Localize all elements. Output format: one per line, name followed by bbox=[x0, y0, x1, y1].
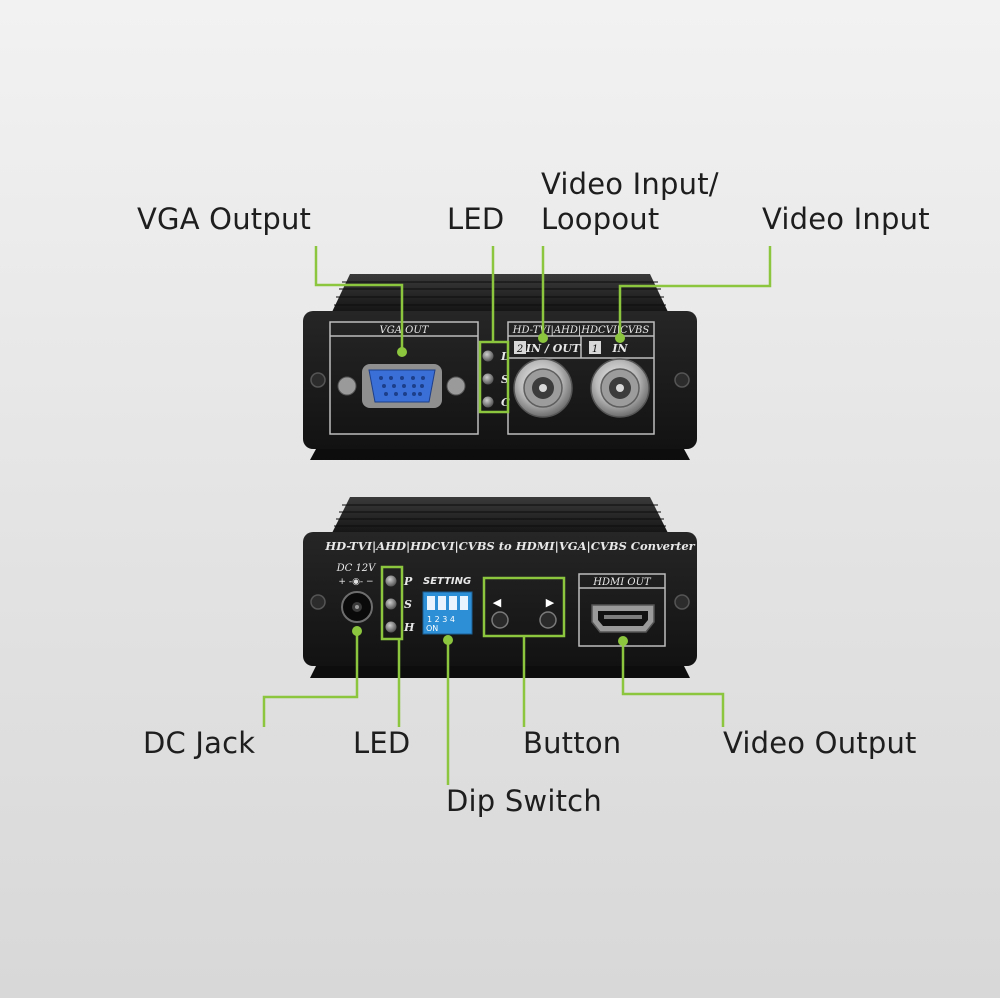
left-button[interactable] bbox=[491, 611, 509, 629]
led-s bbox=[482, 373, 494, 385]
callout-dot-vga bbox=[397, 347, 407, 357]
dc-jack[interactable] bbox=[341, 591, 373, 623]
led-p bbox=[385, 575, 397, 587]
port1-number: 1 bbox=[592, 344, 598, 355]
rear-panel-title: HD-TVI|AHD|HDCVI|CVBS to HDMI|VGA|CVBS C… bbox=[324, 539, 695, 553]
callout-button: Button bbox=[523, 726, 622, 760]
right-button[interactable] bbox=[539, 611, 557, 629]
dip-on-label: ON bbox=[426, 624, 438, 633]
hdmi-connector[interactable] bbox=[591, 604, 655, 633]
callout-box-led-bottom bbox=[380, 565, 404, 641]
callout-video-input: Video Input bbox=[762, 202, 930, 236]
callout-dot-video-input bbox=[615, 333, 625, 343]
setting-label: SETTING bbox=[423, 576, 471, 587]
led-s-rear bbox=[385, 598, 397, 610]
callout-line-video-input bbox=[618, 246, 772, 338]
callout-vga-output: VGA Output bbox=[137, 202, 312, 236]
video-header-label: HD-TVI|AHD|HDCVI|CVBS bbox=[512, 325, 650, 336]
dip-switch[interactable] bbox=[422, 591, 473, 635]
callout-dip-switch: Dip Switch bbox=[446, 784, 602, 818]
callout-dot-loopout bbox=[538, 333, 548, 343]
callout-video-input-loopout-1: Video Input/ bbox=[541, 167, 719, 201]
led-c-label: C bbox=[501, 396, 510, 409]
port1-label: IN bbox=[611, 342, 628, 355]
callout-line-dc bbox=[262, 631, 359, 727]
led-l-label: L bbox=[500, 350, 509, 363]
callout-line-video-output bbox=[621, 641, 725, 727]
callout-line-vga bbox=[314, 246, 404, 352]
led-h-label: H bbox=[403, 621, 415, 634]
led-c bbox=[482, 396, 494, 408]
led-l bbox=[482, 350, 494, 362]
bnc-connector-2[interactable] bbox=[513, 358, 573, 418]
callout-led-top: LED bbox=[447, 202, 505, 236]
dc-polarity: + -◉- − bbox=[338, 577, 373, 587]
port2-number: 2 bbox=[516, 344, 523, 355]
led-s-rear-label: S bbox=[404, 598, 412, 611]
hdmi-out-label: HDMI OUT bbox=[592, 577, 652, 588]
right-arrow-icon: ▶ bbox=[546, 596, 555, 609]
callout-box-button bbox=[482, 576, 566, 638]
dip-numbers: 1 2 3 4 bbox=[427, 615, 455, 624]
bnc-connector-1[interactable] bbox=[590, 358, 650, 418]
callout-video-output: Video Output bbox=[723, 726, 917, 760]
port2-label: IN / OUT bbox=[525, 342, 581, 355]
rear-led-group bbox=[385, 575, 397, 633]
led-s-label: S bbox=[501, 373, 509, 386]
callout-led-bottom: LED bbox=[353, 726, 411, 760]
vga-out-label: VGA OUT bbox=[380, 325, 430, 336]
led-h bbox=[385, 621, 397, 633]
callout-box-led-top bbox=[478, 340, 510, 414]
callout-video-input-loopout-2: Loopout bbox=[541, 202, 660, 236]
callout-dc-jack: DC Jack bbox=[143, 726, 256, 760]
video-in-section bbox=[507, 321, 655, 435]
led-p-label: P bbox=[403, 575, 413, 588]
dc-label: DC 12V bbox=[336, 563, 378, 574]
left-arrow-icon: ◀ bbox=[493, 596, 502, 609]
front-led-group bbox=[482, 350, 494, 408]
vga-out-section bbox=[329, 321, 479, 435]
